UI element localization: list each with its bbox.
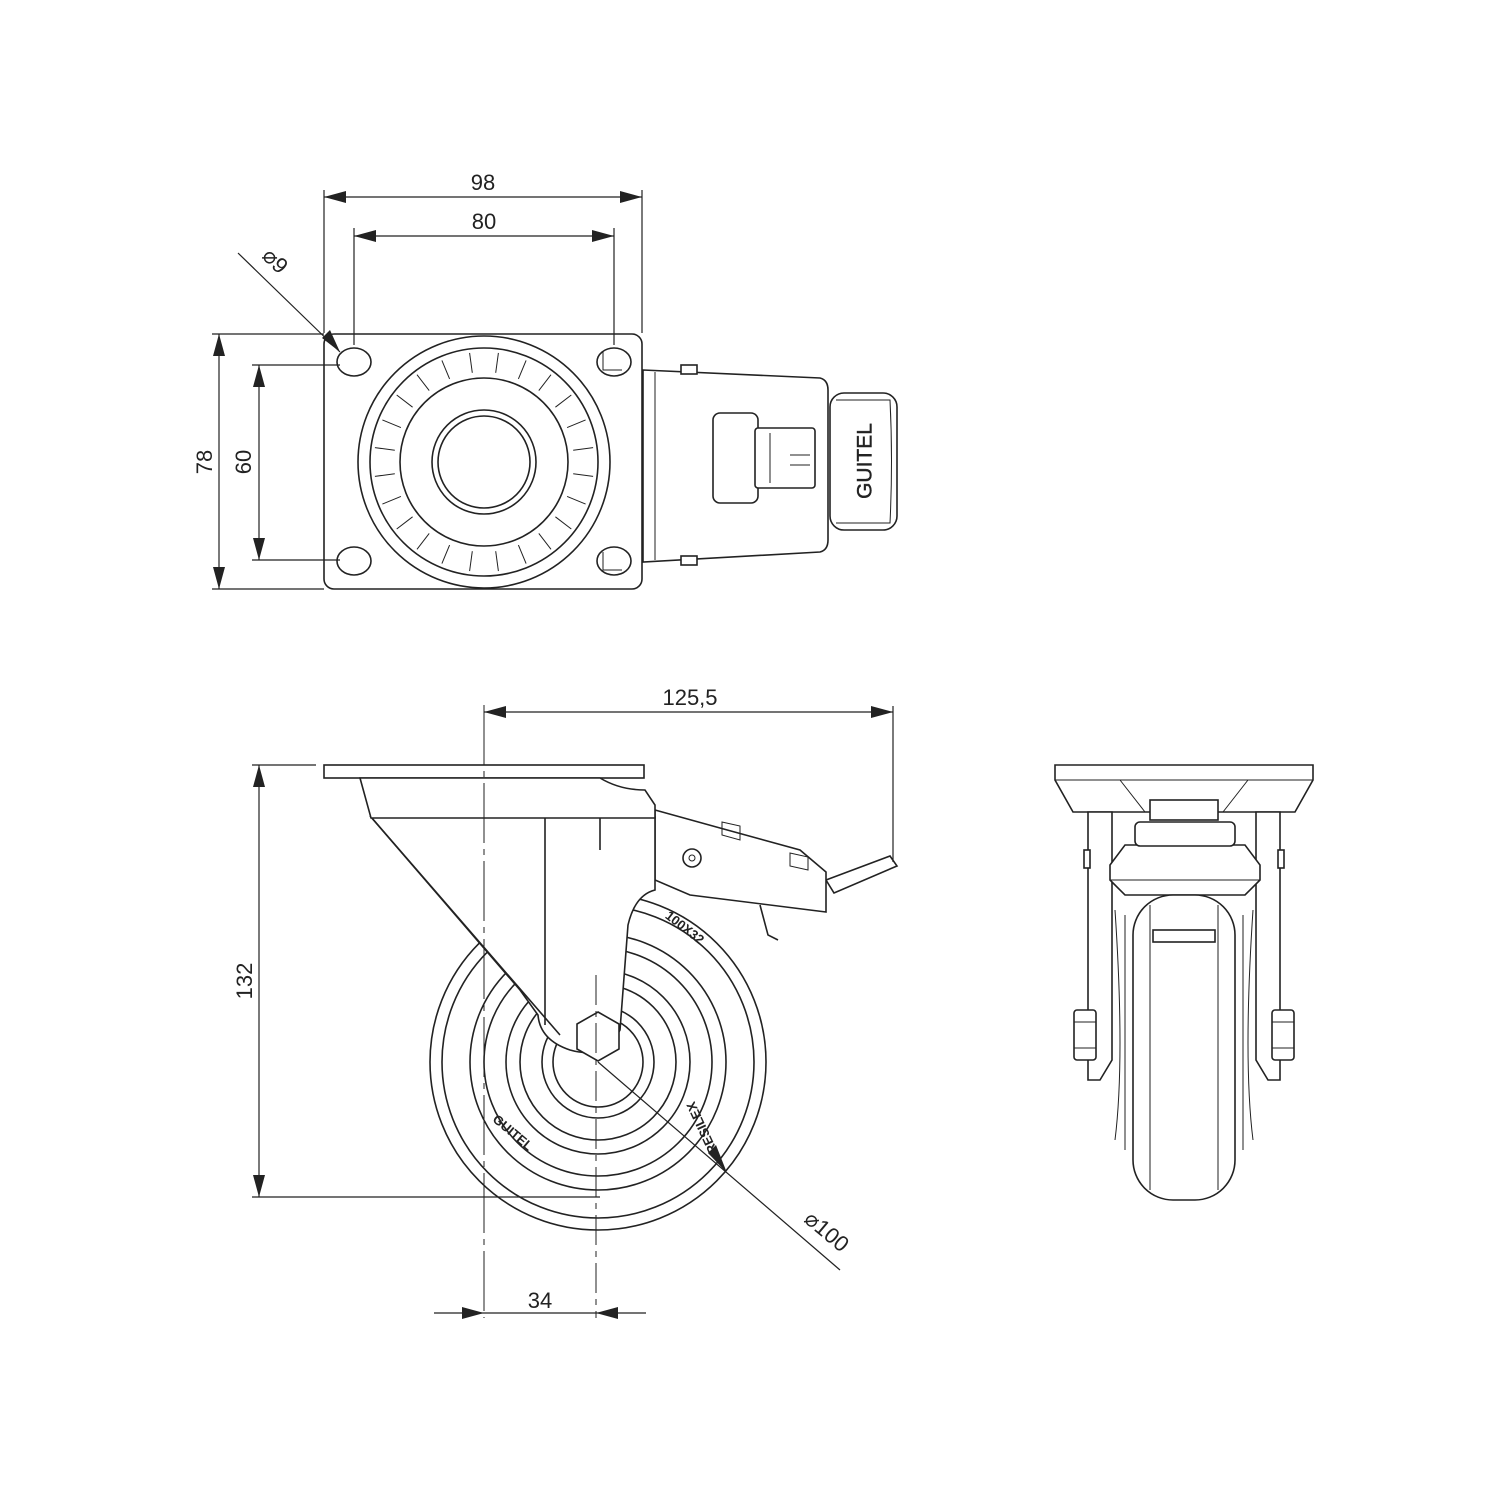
dim-plate-length: 78: [192, 450, 217, 474]
turntable-rib: [566, 495, 586, 505]
turntable-rib: [573, 447, 594, 451]
turntable-rib: [374, 447, 395, 451]
side-view: 100X32 RESILEX GUITEL 125,5 132 34 ⌀100: [232, 685, 899, 1319]
dim-hole-spacing-y: 60: [231, 450, 256, 474]
brake-pedal-side: [824, 855, 899, 895]
brake-brand-label: GUITEL: [854, 423, 877, 499]
turntable-rib: [555, 394, 572, 408]
turntable-rib: [495, 352, 499, 373]
turntable-rib: [538, 374, 552, 391]
top-view: GUITEL 98 80 ⌀9 78 60: [192, 170, 898, 590]
dim-plate-width: 98: [471, 170, 495, 195]
turntable-rib: [441, 360, 451, 380]
turntable-rib: [382, 419, 402, 429]
turntable-rib: [469, 551, 473, 572]
turntable-rib: [396, 394, 413, 408]
swivel-head: [358, 777, 656, 819]
axle-nut: [576, 1011, 620, 1062]
turntable-rib: [382, 495, 402, 505]
mounting-hole: [336, 347, 372, 377]
dim-swivel-offset: 34: [528, 1288, 552, 1313]
turntable-rib: [517, 544, 527, 564]
turntable-rib: [538, 533, 552, 550]
dim-hole-diameter: ⌀9: [257, 243, 293, 279]
brake-bracket-front: [1109, 844, 1261, 896]
top-plate: [323, 333, 643, 590]
brake-lever-side: [654, 808, 827, 913]
dim-wheel-diameter: ⌀100: [800, 1206, 854, 1257]
dim-total-reach: 125,5: [662, 685, 717, 710]
dim-hole-spacing-x: 80: [472, 209, 496, 234]
turntable-rib: [374, 473, 395, 477]
turntable-rib: [396, 516, 413, 530]
turntable-rib: [416, 533, 430, 550]
brake-lever-slot: [712, 412, 759, 504]
turntable-rib: [573, 473, 594, 477]
wheel-front: [1132, 894, 1236, 1201]
mounting-hole: [336, 546, 372, 576]
turntable-outer: [357, 335, 611, 589]
turntable-rib: [441, 544, 451, 564]
turntable-ring: [369, 347, 599, 577]
turntable-ribs: [374, 352, 594, 572]
brake-pedal-top: [829, 392, 898, 531]
turntable-rib: [495, 551, 499, 572]
front-view: [1054, 764, 1314, 1201]
turntable-rib: [566, 419, 586, 429]
dim-total-height: 132: [232, 963, 257, 1000]
axle-nut-right: [1271, 1009, 1295, 1061]
mounting-hole: [596, 546, 632, 576]
turntable-rib: [416, 374, 430, 391]
axle-nut-left: [1073, 1009, 1097, 1061]
turntable-rib: [469, 352, 473, 373]
turntable-rib: [517, 360, 527, 380]
mounting-hole: [596, 347, 632, 377]
kingpin-boss: [431, 409, 537, 515]
turntable-rib: [555, 516, 572, 530]
